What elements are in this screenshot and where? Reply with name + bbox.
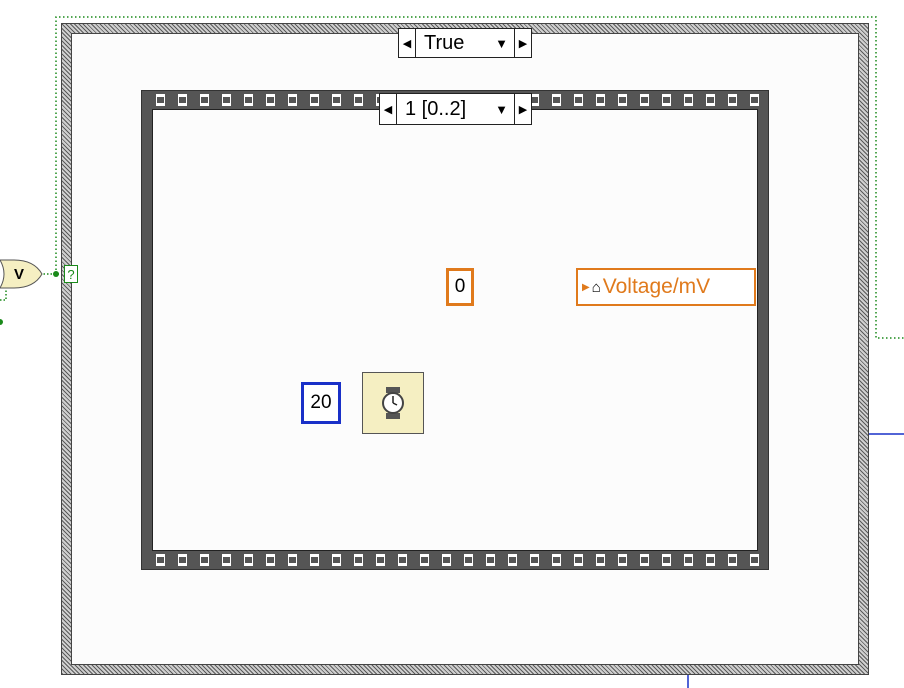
case-dropdown-icon[interactable]: ▼ bbox=[495, 35, 508, 51]
numeric-constant[interactable]: 0 bbox=[446, 268, 474, 306]
boolean-wire-top bbox=[55, 16, 904, 339]
wait-function[interactable] bbox=[362, 372, 424, 434]
frame-selector-field[interactable]: 1 [0..2] ▼ bbox=[397, 94, 514, 124]
frame-dropdown-icon[interactable]: ▼ bbox=[495, 101, 508, 117]
case-selector-label: True bbox=[424, 31, 465, 54]
or-function-icon[interactable] bbox=[0, 258, 44, 290]
boolean-wire-left bbox=[0, 290, 7, 301]
case-increment-arrow-icon[interactable]: ▶ bbox=[514, 29, 531, 57]
sequence-frame-content[interactable] bbox=[152, 109, 758, 551]
film-strip-bottom bbox=[150, 554, 760, 566]
stacked-sequence-structure[interactable] bbox=[141, 90, 769, 570]
local-variable-voltage[interactable]: ▶ ⌂ Voltage/mV bbox=[576, 268, 756, 306]
local-variable-house-icon: ⌂ bbox=[591, 278, 601, 296]
local-variable-arrow-icon: ▶ bbox=[582, 281, 590, 293]
case-selector[interactable]: ◀ True ▼ ▶ bbox=[398, 28, 532, 58]
wire-junction bbox=[53, 271, 59, 277]
wait-ms-constant[interactable]: 20 bbox=[301, 382, 341, 424]
local-variable-label: Voltage/mV bbox=[602, 275, 711, 298]
case-selector-field[interactable]: True ▼ bbox=[416, 29, 514, 57]
stopwatch-icon bbox=[382, 387, 404, 419]
or-function-label: V bbox=[13, 265, 24, 283]
sequence-frame-selector[interactable]: ◀ 1 [0..2] ▼ ▶ bbox=[379, 93, 532, 125]
frame-increment-arrow-icon[interactable]: ▶ bbox=[514, 94, 531, 124]
case-selector-terminal[interactable]: ? bbox=[64, 265, 78, 283]
frame-decrement-arrow-icon[interactable]: ◀ bbox=[380, 94, 397, 124]
wire-junction-left bbox=[0, 319, 3, 325]
frame-selector-label: 1 [0..2] bbox=[405, 97, 467, 120]
case-decrement-arrow-icon[interactable]: ◀ bbox=[399, 29, 416, 57]
